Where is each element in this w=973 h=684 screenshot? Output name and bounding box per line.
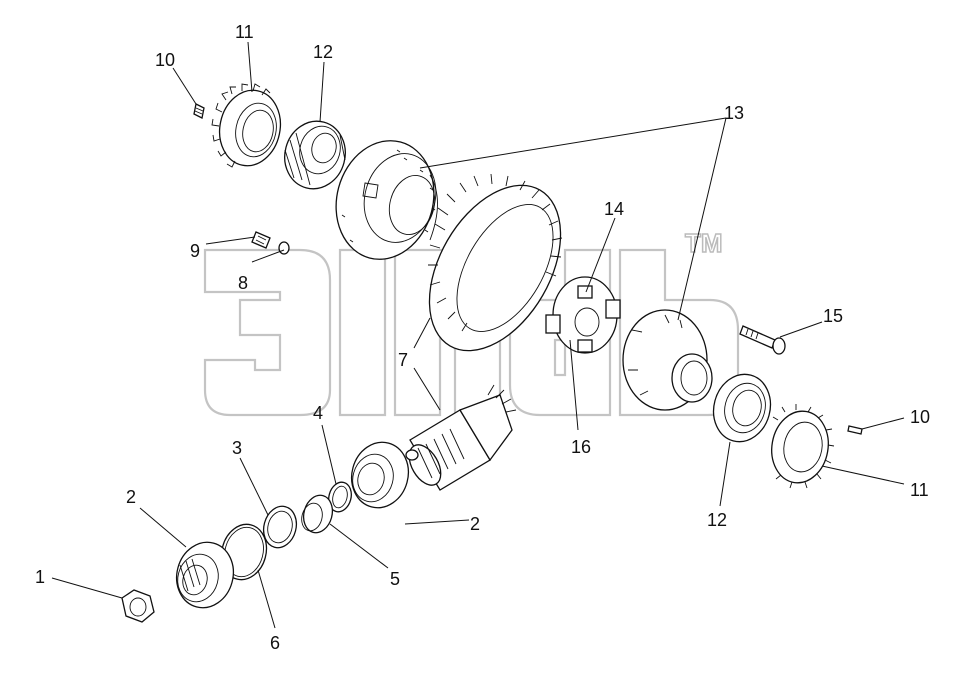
part-4-shim (328, 481, 352, 513)
trademark-text: TM (685, 228, 723, 258)
callout-10: 10 (155, 50, 175, 70)
part-7-drive-pinion (408, 384, 517, 491)
callout-10: 10 (910, 407, 930, 427)
callout-5: 5 (390, 569, 400, 589)
callout-14: 14 (604, 199, 624, 219)
callout-16: 16 (571, 437, 591, 457)
part-8-washer (278, 241, 290, 255)
part-3-ring (262, 505, 298, 549)
callout-1: 1 (35, 567, 45, 587)
part-9-bolt (251, 231, 271, 249)
callout-9: 9 (190, 241, 200, 261)
callout-4: 4 (313, 403, 323, 423)
callout-2: 2 (126, 487, 136, 507)
callout-13: 13 (724, 103, 744, 123)
part-10-screw-left (193, 103, 205, 119)
callout-6: 6 (270, 633, 280, 653)
callout-labels: 1 2 2 3 4 5 6 7 8 9 10 10 11 11 12 12 13… (35, 22, 930, 653)
part-7-ring-gear (428, 173, 563, 352)
part-5-spacer (301, 494, 334, 534)
part-2-bearing-upper (350, 441, 419, 509)
part-13-diff-case-half (622, 309, 713, 411)
part-15-bolt (739, 325, 786, 355)
callout-3: 3 (232, 438, 242, 458)
part-11-adjusting-nut-left (211, 83, 282, 168)
part-10-screw-right (847, 425, 863, 435)
part-12-bearing-left (284, 120, 346, 190)
callout-12: 12 (313, 42, 333, 62)
part-12-bearing-right (712, 373, 772, 443)
part-11-adjusting-nut-right (771, 404, 835, 489)
leader-lines (51, 41, 905, 629)
callout-15: 15 (823, 306, 843, 326)
callout-11: 11 (235, 22, 254, 42)
part-14-side-gear (545, 276, 621, 354)
callout-11: 11 (910, 480, 929, 500)
callout-12: 12 (707, 510, 727, 530)
part-1-nut (121, 589, 155, 623)
part-13-diff-case-flange (335, 140, 438, 260)
callout-8: 8 (238, 273, 248, 293)
callout-7: 7 (398, 350, 408, 370)
part-2-bearing-lower (175, 541, 235, 609)
callout-2: 2 (470, 514, 480, 534)
